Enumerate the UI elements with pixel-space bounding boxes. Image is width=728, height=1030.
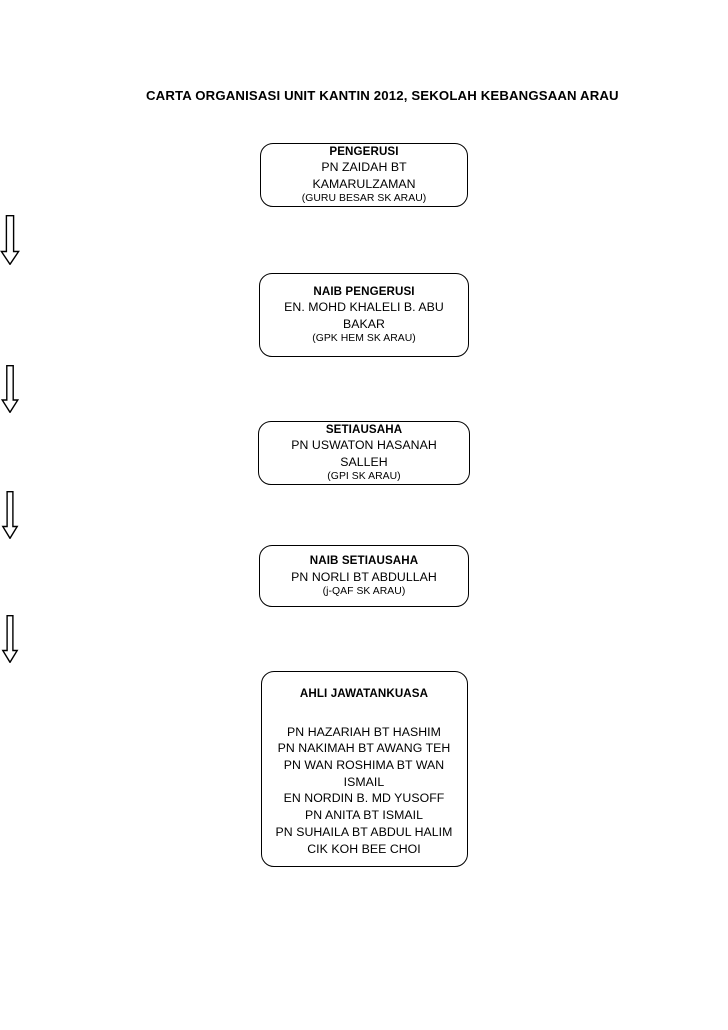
org-node-note: (GPI SK ARAU) — [327, 471, 401, 483]
org-node-naib-setiausaha: NAIB SETIAUSAHA PN NORLI BT ABDULLAH (j-… — [259, 545, 469, 607]
committee-member: PN ANITA BT ISMAIL — [305, 808, 423, 823]
org-node-person: EN. MOHD KHALELI B. ABU BAKAR — [284, 300, 444, 331]
org-node-note: (GURU BESAR SK ARAU) — [301, 193, 427, 205]
org-node-person: PN USWATON HASANAH SALLEH — [291, 438, 437, 469]
org-node-person: PN NORLI BT ABDULLAH — [291, 569, 437, 584]
org-node-role: AHLI JAWATANKUASA — [299, 687, 429, 700]
connector-arrow-down — [0, 215, 728, 265]
org-node-role: NAIB PENGERUSI — [313, 284, 415, 298]
connector-arrow-down — [0, 615, 728, 663]
committee-member-list: PN HAZARIAH BT HASHIM PN NAKIMAH BT AWAN… — [276, 724, 453, 858]
committee-member: PN WAN ROSHIMA BT WAN ISMAIL — [283, 757, 445, 789]
org-node-role: PENGERUSI — [329, 144, 399, 158]
committee-member: PN HAZARIAH BT HASHIM — [287, 724, 441, 739]
committee-member: PN SUHAILA BT ABDUL HALIM — [275, 824, 453, 839]
connector-arrow-down — [0, 365, 728, 413]
committee-member: PN NAKIMAH BT AWANG TEH — [277, 741, 451, 756]
committee-member: CIK KOH BEE CHOI — [307, 841, 421, 856]
org-node-pengerusi: PENGERUSI PN ZAIDAH BT KAMARULZAMAN (GUR… — [260, 143, 468, 207]
org-node-person: PN ZAIDAH BT KAMARULZAMAN — [312, 160, 416, 191]
connector-arrow-down — [0, 491, 728, 539]
committee-member: EN NORDIN B. MD YUSOFF — [283, 791, 445, 806]
org-chart-flow: PENGERUSI PN ZAIDAH BT KAMARULZAMAN (GUR… — [0, 143, 728, 867]
org-node-note: (GPK HEM SK ARAU) — [312, 333, 416, 345]
org-node-note: (j-QAF SK ARAU) — [322, 586, 406, 598]
org-node-setiausaha: SETIAUSAHA PN USWATON HASANAH SALLEH (GP… — [258, 421, 470, 485]
org-node-role: SETIAUSAHA — [325, 422, 403, 436]
org-node-role: NAIB SETIAUSAHA — [309, 554, 419, 568]
org-node-ahli-jawatankuasa: AHLI JAWATANKUASA PN HAZARIAH BT HASHIM … — [260, 671, 468, 867]
page-title: CARTA ORGANISASI UNIT KANTIN 2012, SEKOL… — [146, 88, 619, 103]
org-node-naib-pengerusi: NAIB PENGERUSI EN. MOHD KHALELI B. ABU B… — [259, 273, 469, 357]
